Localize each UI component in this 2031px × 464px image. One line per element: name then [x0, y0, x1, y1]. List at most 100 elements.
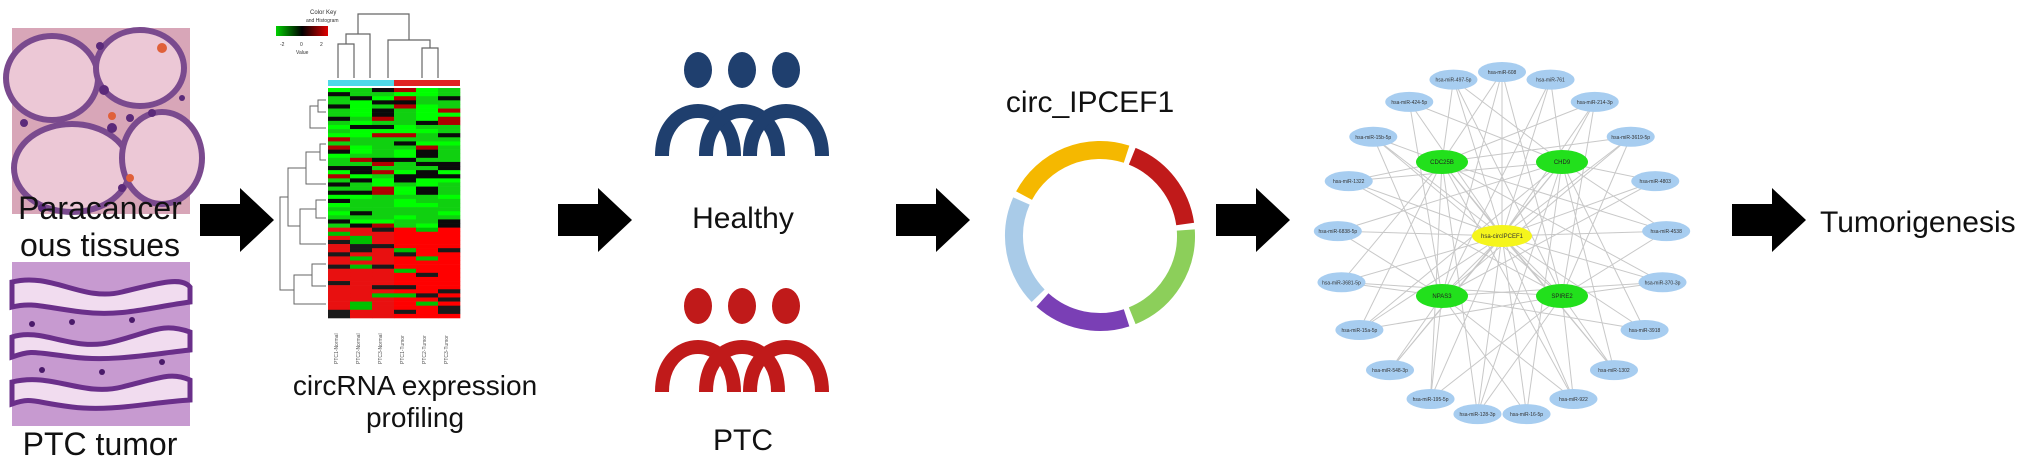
- ring-segment: [1128, 229, 1195, 325]
- heatmap-cell: [350, 285, 373, 290]
- heatmap-cell: [416, 112, 439, 118]
- circrna-center-node: [1472, 225, 1532, 247]
- network-edge: [1501, 235, 1645, 331]
- tumor-group-bar: [394, 80, 460, 86]
- heatmap-cell: [372, 161, 395, 167]
- network-edge: [1476, 161, 1563, 415]
- heatmap-cell: [438, 198, 461, 204]
- heatmap-cell: [372, 215, 395, 220]
- mirna-node: [1335, 320, 1384, 340]
- heatmap-cell: [372, 305, 395, 311]
- heatmap-cell: [372, 96, 395, 101]
- heatmap-cell: [438, 120, 461, 126]
- mirna-node-label: hsa-miR-16-5p: [1510, 412, 1543, 418]
- heatmap-cell: [350, 272, 373, 278]
- healthy-group-icon: [655, 52, 829, 157]
- heatmap-cell: [394, 190, 417, 196]
- heatmap-cell: [372, 100, 395, 105]
- heatmap-cell: [394, 313, 417, 319]
- heatmap-caption: circRNA expression profiling: [250, 370, 580, 434]
- heatmap-cell: [328, 252, 351, 257]
- heatmap-cell: [438, 108, 461, 113]
- heatmap-cell: [328, 88, 351, 93]
- heatmap-cell: [328, 276, 351, 282]
- mirna-node-label: hsa-miR-214-3p: [1577, 100, 1613, 106]
- heatmap-cell: [416, 100, 439, 105]
- heatmap-cell: [438, 281, 461, 286]
- heatmap-cell: [416, 166, 439, 171]
- network-edge: [1348, 180, 1503, 237]
- heatmap-cell: [394, 120, 417, 126]
- heatmap-cell: [394, 124, 417, 130]
- heatmap-cell: [438, 100, 461, 105]
- heatmap-cell: [372, 207, 395, 212]
- heatmap-cell: [372, 149, 395, 155]
- heatmap-cell: [328, 129, 351, 134]
- heatmap-cell: [438, 170, 461, 175]
- heatmap-cell: [328, 285, 351, 290]
- network-edge: [1441, 161, 1663, 283]
- heatmap-cell: [350, 281, 373, 286]
- heatmap-cell: [394, 276, 417, 282]
- heatmap-cell: [350, 239, 373, 245]
- network-edge: [1389, 295, 1443, 371]
- heatmap-cell: [350, 297, 373, 302]
- heatmap-cell: [394, 141, 417, 146]
- normal-group-bar: [328, 80, 394, 86]
- heatmap-cell: [394, 309, 417, 315]
- heatmap-cell: [394, 289, 417, 294]
- heatmap-cell: [350, 256, 373, 261]
- heatmap-cell: [394, 116, 417, 122]
- heatmap-cell: [416, 293, 439, 298]
- heatmap-cell: [372, 120, 395, 126]
- heatmap-cell: [416, 239, 439, 245]
- heatmap-cell: [350, 248, 373, 253]
- heatmap-cell: [394, 182, 417, 187]
- heatmap-cell: [394, 231, 417, 237]
- heatmap-cell: [372, 276, 395, 282]
- heatmap-cell: [350, 252, 373, 257]
- heatmap-cell: [328, 223, 351, 228]
- mirna-node: [1317, 272, 1366, 293]
- heatmap-cell: [416, 297, 439, 302]
- heatmap-cell: [350, 178, 373, 183]
- heatmap-cell: [372, 272, 395, 278]
- heatmap-cell: [394, 174, 417, 179]
- heatmap-cell: [416, 133, 439, 138]
- heatmap-cell: [416, 108, 439, 113]
- network-edge: [1441, 295, 1645, 331]
- heatmap-cell: [350, 129, 373, 134]
- heatmap-cell: [416, 182, 439, 187]
- ring-segment: [1036, 293, 1130, 331]
- heatmap-cell: [372, 116, 395, 122]
- heatmap-cell: [350, 124, 373, 130]
- heatmap-cell: [394, 260, 417, 265]
- heatmap-cell: [416, 227, 439, 233]
- heatmap-cell: [372, 219, 395, 224]
- network-edge: [1561, 295, 1574, 400]
- heatmap-cell: [372, 256, 395, 261]
- network-edge: [1359, 161, 1563, 331]
- heatmap-cell: [438, 293, 461, 298]
- network-edge: [1561, 295, 1615, 371]
- heatmap-cell: [394, 108, 417, 113]
- heatmap-cell: [350, 268, 373, 274]
- heatmap-cell: [328, 203, 351, 208]
- heatmap-cell: [372, 157, 395, 163]
- heatmap-cell: [350, 190, 373, 196]
- heatmap-column-label: PTC1-Tumor: [400, 335, 406, 364]
- network-edge: [1358, 161, 1443, 331]
- heatmap-cell: [372, 268, 395, 274]
- heatmap-caption-line1: circRNA expression: [292, 370, 538, 401]
- heatmap-cell: [350, 88, 373, 93]
- heatmap-cell: [394, 215, 417, 220]
- heatmap-cell: [350, 116, 373, 122]
- heatmap-cell: [416, 203, 439, 208]
- heatmap-cell: [438, 161, 461, 167]
- heatmap-cell: [372, 129, 395, 134]
- mirna-node-label: hsa-miR-195-5p: [1413, 397, 1449, 403]
- heatmap-cell: [328, 96, 351, 101]
- heatmap-cell: [416, 256, 439, 261]
- heatmap-cell: [372, 186, 395, 191]
- heatmap-cell: [394, 223, 417, 228]
